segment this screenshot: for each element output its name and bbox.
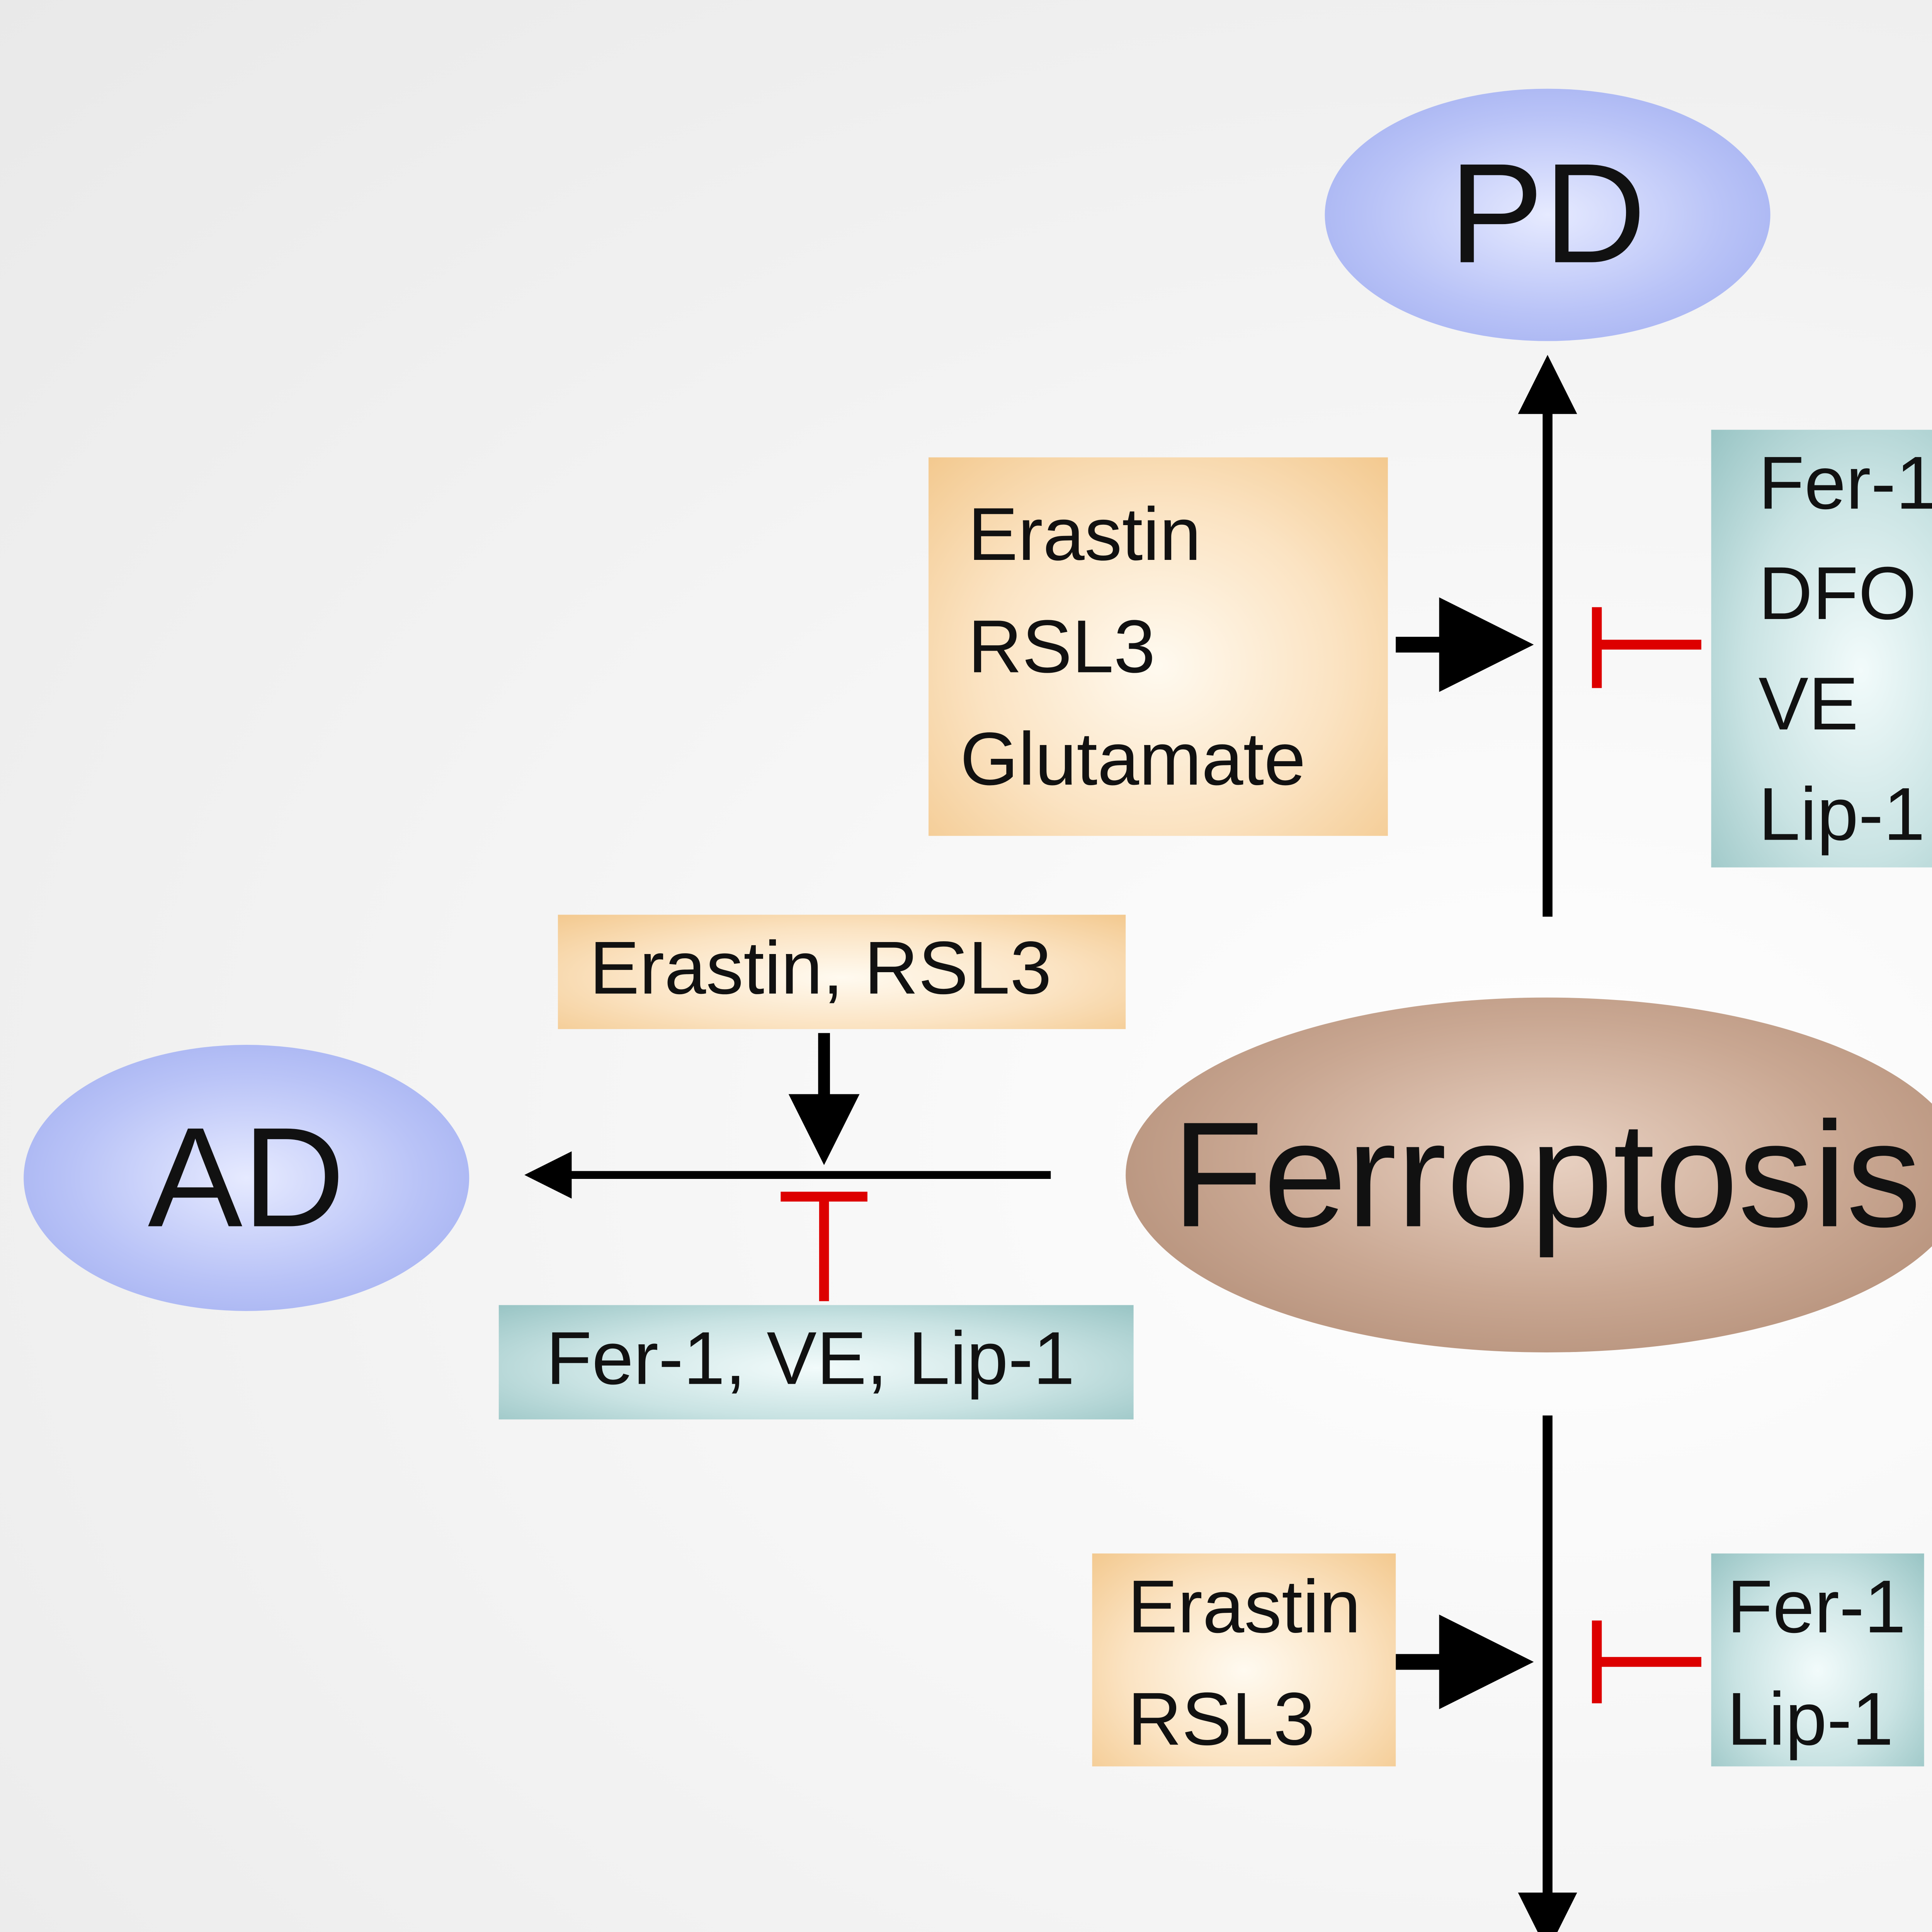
disease-pd: PD [1325,88,1770,341]
inductor-item: Erastin, RSL3 [589,929,1052,1012]
ad-inductors-box: Erastin, RSL3 [558,915,1126,1029]
pd-inhibitor-bar [1592,607,1702,688]
pd-label: PD [1449,136,1646,294]
inhibitor-item: Fer-1 [1758,443,1932,527]
stroke-inhibitor-bar [1592,1620,1702,1704]
inhibitor-item: Lip-1 [1758,775,1925,858]
ad-inhibitor-bar [781,1192,867,1301]
inhibitor-item: DFO [1758,554,1917,637]
stroke-inhibitors-box: Fer-1 Lip-1 [1711,1553,1924,1767]
inhibitor-item: VE [1758,664,1859,747]
inhibitor-item: Fer-1, VE, Lip-1 [546,1319,1075,1402]
stroke-inductors-box: Erastin RSL3 [1092,1553,1396,1767]
inductor-item: RSL3 [968,607,1156,690]
inductor-item: Erastin [1128,1567,1361,1650]
pd-inhibitors-box: Fer-1 DFO VE Lip-1 [1711,430,1932,867]
disease-ad: AD [24,1045,469,1311]
inhibitor-item: Fer-1 [1727,1567,1906,1650]
pd-inductors-box: Erastin RSL3 Glutamate [929,457,1388,836]
ferroptosis-node: Ferroptosis [1126,997,1932,1352]
inhibitor-item: Lip-1 [1727,1679,1894,1763]
inductor-item: Erastin [968,495,1201,578]
inductor-item: Glutamate [960,719,1306,803]
inductor-item: RSL3 [1128,1679,1315,1763]
ad-label: AD [148,1099,345,1257]
ad-inhibitors-box: Fer-1, VE, Lip-1 [498,1305,1134,1420]
ferroptosis-label: Ferroptosis [1172,1091,1922,1259]
